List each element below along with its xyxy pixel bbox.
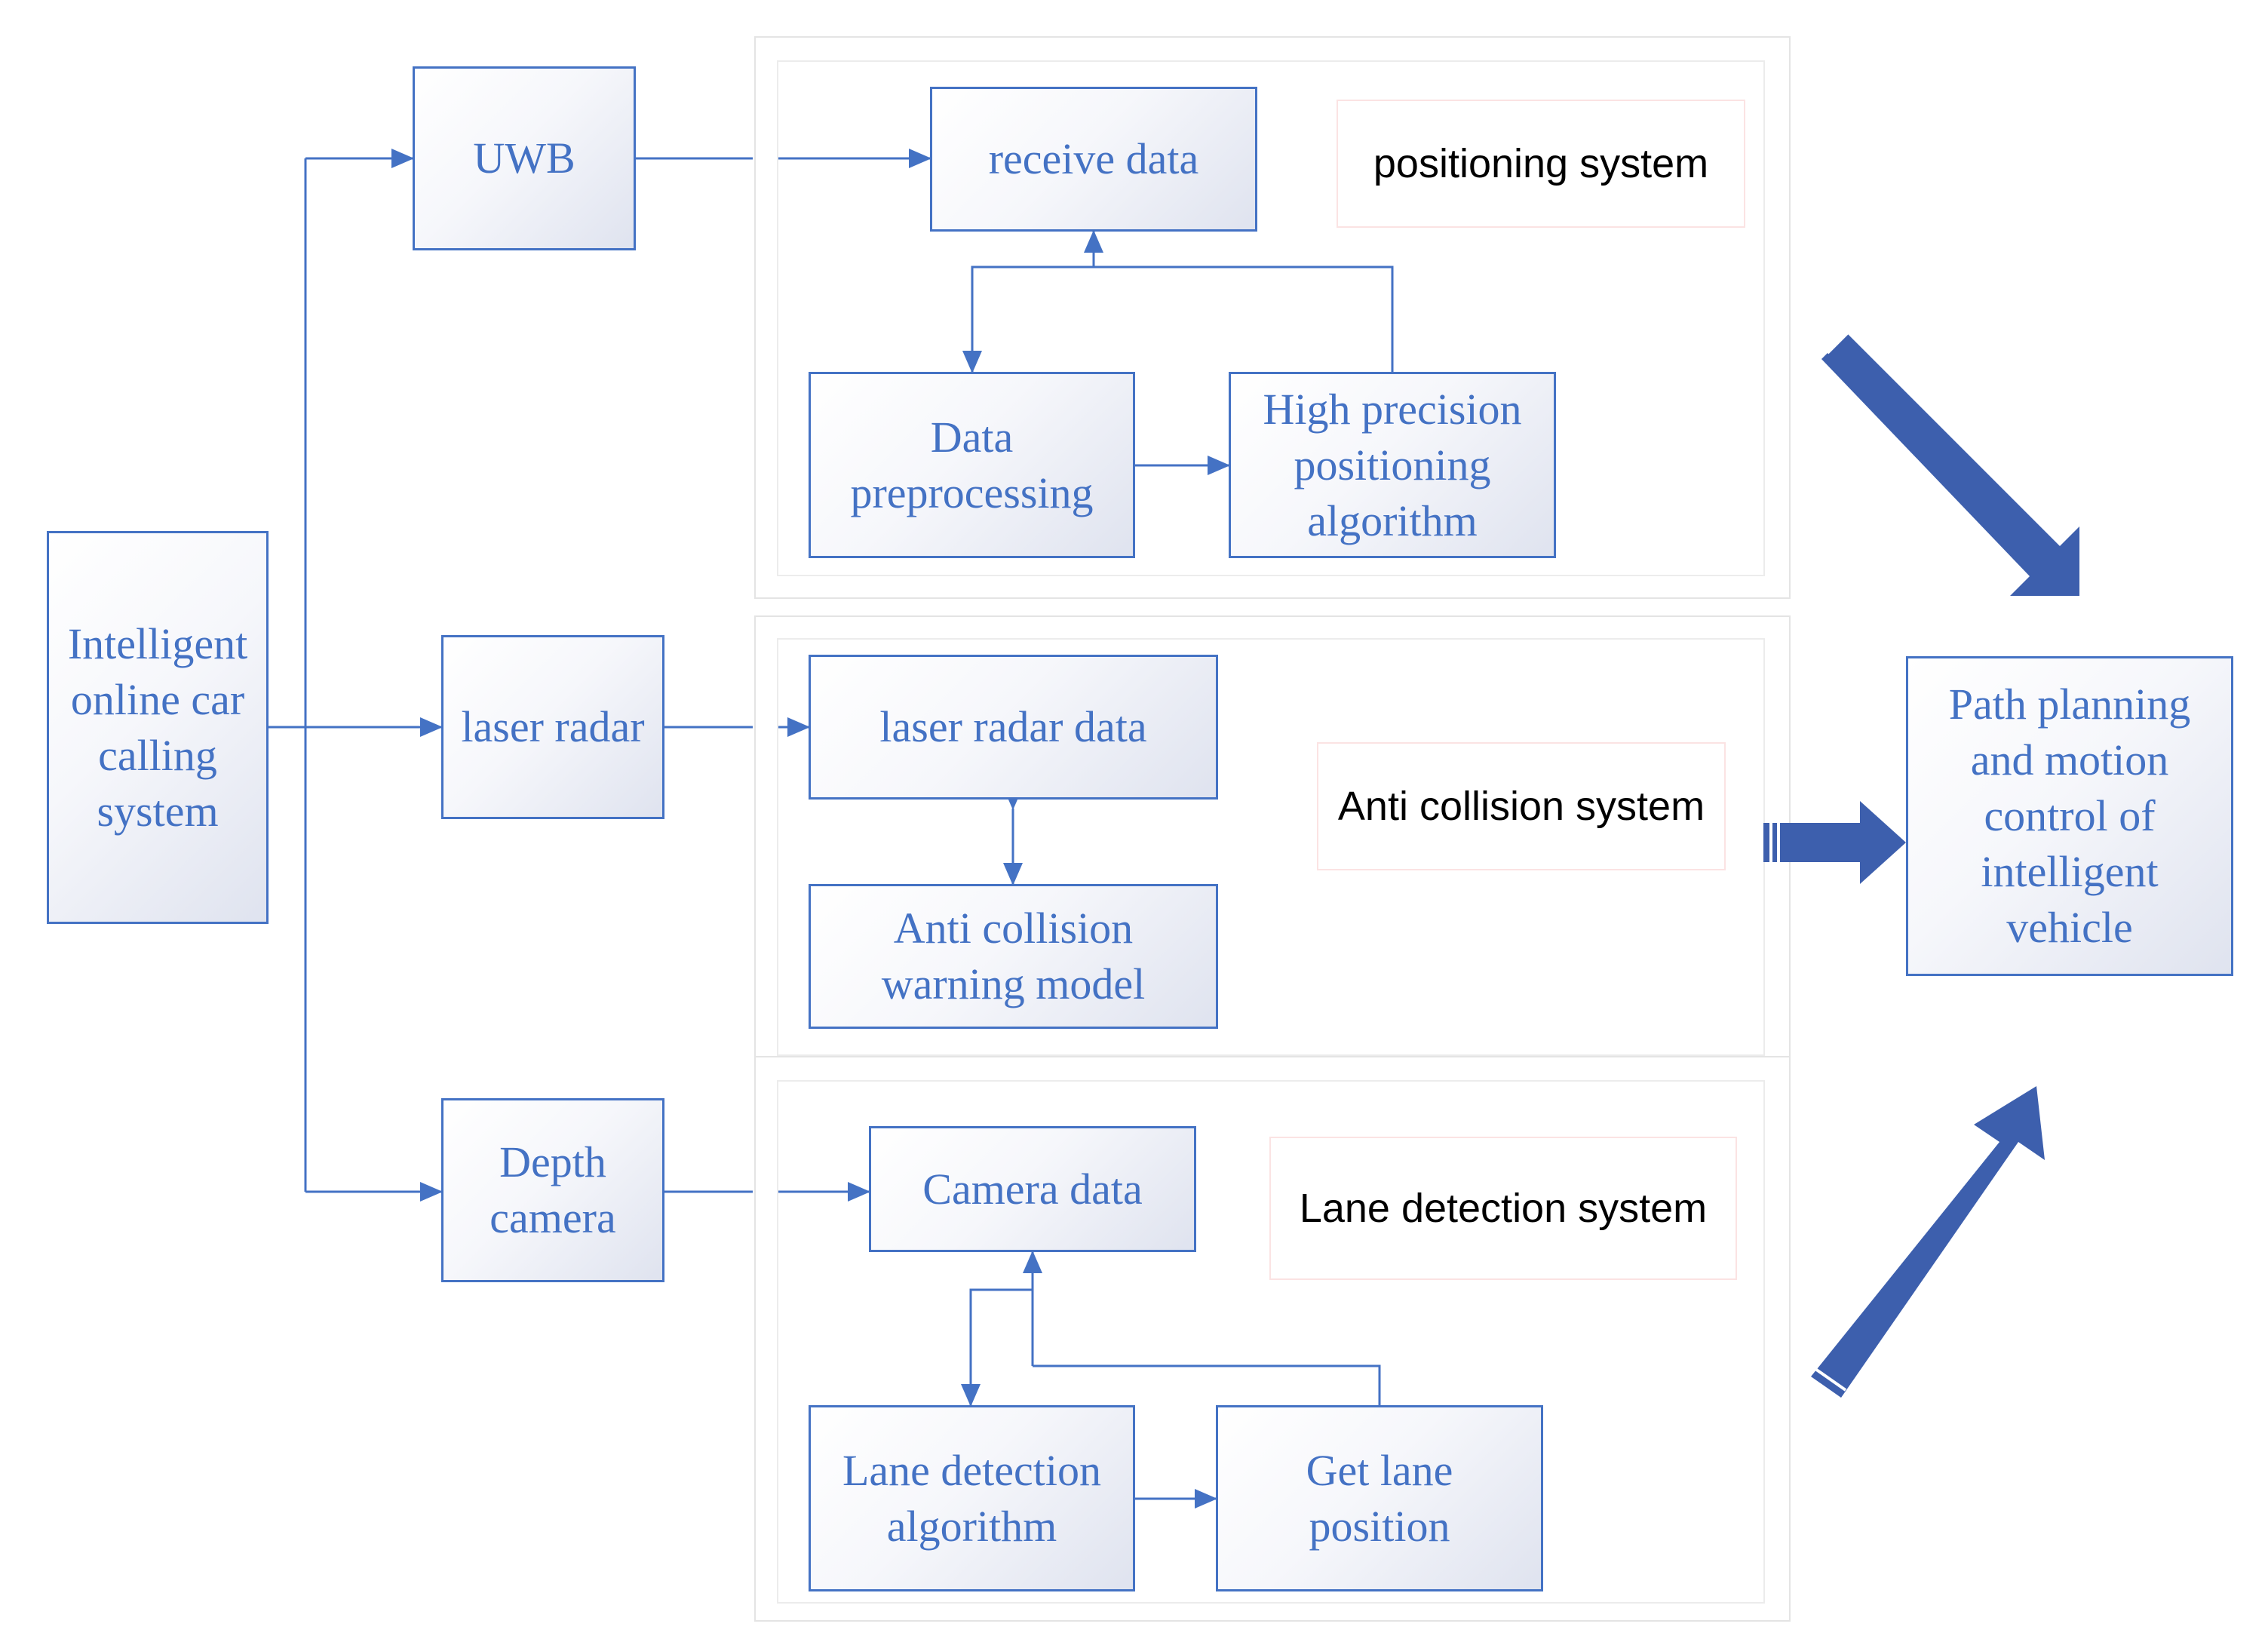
positioning-system-label: positioning system: [1337, 100, 1745, 228]
anti-collision-warning-label: Anti collision warning model: [881, 904, 1146, 1008]
uwb-box: UWB: [413, 66, 636, 250]
lane-detection-system-label: Lane detection system: [1269, 1137, 1737, 1280]
positioning-algorithm-label: High precision positioning algorithm: [1263, 384, 1522, 545]
path-planning-box: Path planning and motion control of inte…: [1906, 656, 2233, 976]
data-preprocessing-label: Data preprocessing: [850, 412, 1094, 517]
receive-data-box: receive data: [930, 87, 1257, 232]
lane-panel-inner: [777, 1080, 1765, 1604]
positioning-system-text: positioning system: [1373, 141, 1709, 186]
get-lane-position-box: Get lane position: [1216, 1405, 1543, 1591]
lane-detection-algorithm-label: Lane detection algorithm: [842, 1445, 1101, 1551]
camera-data-label: Camera data: [922, 1164, 1143, 1214]
lane-detection-algorithm-box: Lane detection algorithm: [809, 1405, 1135, 1591]
receive-data-label: receive data: [988, 134, 1199, 183]
camera-data-box: Camera data: [869, 1126, 1196, 1252]
positioning-panel-inner: [777, 60, 1765, 576]
data-preprocessing-box: Data preprocessing: [809, 372, 1135, 558]
anti-collision-system-text: Anti collision system: [1337, 784, 1705, 829]
anti-collision-warning-box: Anti collision warning model: [809, 884, 1218, 1029]
positioning-algorithm-box: High precision positioning algorithm: [1229, 372, 1556, 558]
lane-detection-system-text: Lane detection system: [1299, 1186, 1708, 1231]
position-feedback-line: [1033, 1364, 1381, 1405]
depth-camera-label: Depth camera: [490, 1137, 616, 1242]
laser-radar-box: laser radar: [441, 635, 664, 819]
anti-collision-system-label: Anti collision system: [1317, 742, 1726, 870]
uwb-label: UWB: [473, 134, 575, 183]
algorithm-feedback-line: [1094, 265, 1394, 372]
lane-output-arrow: [1811, 1086, 2045, 1398]
laser-radar-data-box: laser radar data: [809, 655, 1218, 800]
anti-collision-output-arrow: [1763, 801, 1906, 884]
depth-camera-box: Depth camera: [441, 1098, 664, 1282]
feedback-to-preprocess-arrow: [962, 265, 1094, 373]
lane-arrow-tail-stripe: [1814, 1367, 1847, 1392]
positioning-output-arrow: [1821, 333, 2079, 596]
source-system-box: Intelligent online car calling system: [47, 531, 269, 924]
laser-radar-data-label: laser radar data: [879, 702, 1147, 751]
path-planning-label: Path planning and motion control of inte…: [1948, 680, 2191, 952]
get-lane-position-label: Get lane position: [1306, 1445, 1453, 1551]
laser-radar-label: laser radar: [461, 702, 645, 751]
source-system-label: Intelligent online car calling system: [67, 618, 248, 836]
feedback-to-lane-algorithm-arrow: [961, 1288, 1033, 1407]
positioning-arrow-tail-stripe: [1826, 326, 1855, 355]
